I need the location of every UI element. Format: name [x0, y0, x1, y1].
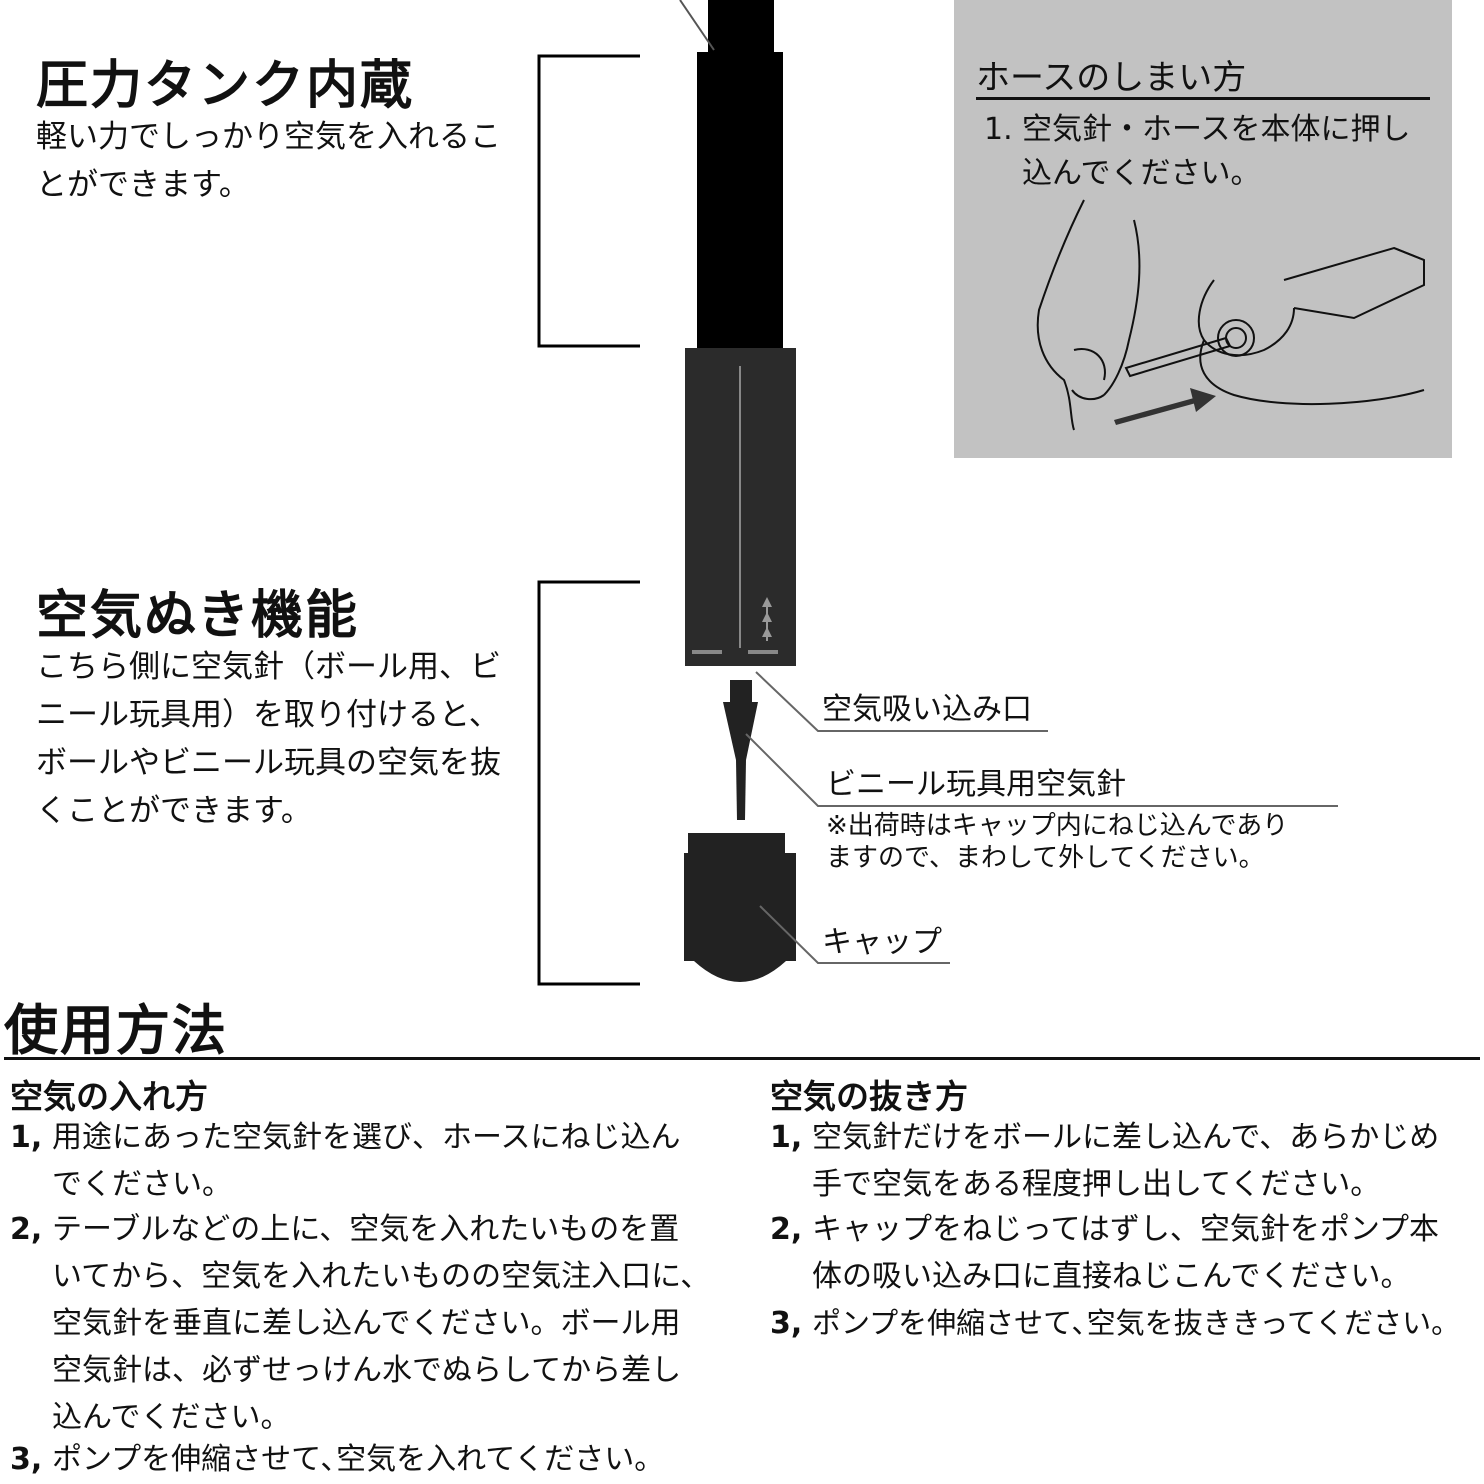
- step-line: でください。: [52, 1167, 232, 1202]
- feature-pressure-tank-line: 軽い力でしっかり空気を入れるこ: [36, 119, 501, 155]
- bracket-pressure-tank: [537, 54, 640, 348]
- step-number: 2,: [10, 1212, 43, 1247]
- leader-needle: [745, 733, 1338, 807]
- leader-intake: [755, 671, 1048, 732]
- usage-divider: [4, 1057, 1480, 1060]
- feature-deflate-line: くことができます。: [36, 793, 312, 829]
- deflate-title: 空気の抜き方: [770, 1077, 968, 1116]
- hose-storage-step-line: 込んでください。: [1022, 156, 1261, 191]
- step-line: 空気針だけをボールに差し込んで、あらかじめ: [812, 1120, 1440, 1155]
- step-number: 1,: [770, 1120, 803, 1155]
- callout-needle: ビニール玩具用空気針: [826, 767, 1126, 802]
- feature-deflate-line: ニール玩具用）を取り付けると、: [36, 697, 500, 733]
- inflate-title: 空気の入れ方: [10, 1077, 208, 1116]
- hose-storage-step: 空気針・ホースを本体に押し 込んでください。: [1022, 108, 1411, 196]
- feature-deflate-desc: こちら側に空気針（ボール用、ビ ニール玩具用）を取り付けると、 ボールやビニール…: [36, 643, 501, 835]
- step-line: 空気針を垂直に差し込んでください。ボール用: [52, 1306, 681, 1341]
- callout-cap: キャップ: [822, 925, 942, 960]
- feature-pressure-tank-desc: 軽い力でしっかり空気を入れるこ とができます。: [36, 113, 501, 209]
- step-line: 空気針は、必ずせっけん水でぬらしてから差し: [52, 1353, 682, 1388]
- hose-storage-step-line: 空気針・ホースを本体に押し: [1022, 112, 1411, 147]
- leader-cap: [759, 905, 950, 964]
- step-line: キャップをねじってはずし、空気針をポンプ本: [812, 1212, 1439, 1247]
- step-number: 1,: [10, 1120, 43, 1155]
- arrows-icon: [762, 597, 772, 641]
- bracket-deflate: [537, 580, 640, 986]
- pump-illustration: [537, 0, 1338, 986]
- step-line: ポンプを伸縮させて､空気を入れてください。: [52, 1442, 665, 1477]
- pump-rod: [708, 0, 774, 52]
- step-line: ポンプを伸縮させて､空気を抜ききってください。: [812, 1306, 1461, 1340]
- callout-needle-note-line: ますので、まわして外してください。: [826, 843, 1265, 873]
- step-line: 込んでください。: [52, 1400, 291, 1435]
- hand-illustration: [1036, 199, 1425, 431]
- feature-deflate-title: 空気ぬき機能: [36, 586, 359, 646]
- pump-tank: [697, 52, 783, 348]
- feature-deflate-line: ボールやビニール玩具の空気を抜: [36, 745, 501, 781]
- feature-pressure-tank-title: 圧力タンク内蔵: [36, 56, 415, 116]
- needle-icon: [723, 680, 758, 820]
- push-arrow-icon: [1114, 388, 1216, 425]
- step-line: いてから、空気を入れたいものの空気注入口に、: [52, 1259, 711, 1294]
- callout-intake: 空気吸い込み口: [822, 692, 1032, 727]
- callout-needle-note-line: ※出荷時はキャップ内にねじ込んであり: [826, 811, 1289, 841]
- step-line: 体の吸い込み口に直接ねじこんでください。: [812, 1259, 1411, 1294]
- feature-deflate-line: こちら側に空気針（ボール用、ビ: [36, 649, 501, 685]
- usage-title: 使用方法: [4, 999, 228, 1062]
- step-line: 手で空気をある程度押し出してください。: [812, 1167, 1381, 1202]
- hose-storage-step-num: 1.: [984, 112, 1013, 147]
- step-number: 3,: [10, 1442, 43, 1477]
- step-number: 2,: [770, 1212, 803, 1247]
- cap-icon: [684, 833, 796, 982]
- step-line: 用途にあった空気針を選び、ホースにねじ込ん: [52, 1120, 681, 1155]
- callout-needle-note: ※出荷時はキャップ内にねじ込んであり ますので、まわして外してください。: [826, 810, 1288, 874]
- feature-pressure-tank-line: とができます。: [36, 167, 250, 203]
- hose-storage-panel: ホースのしまい方 1. 空気針・ホースを本体に押し 込んでください。: [954, 0, 1452, 458]
- hose-storage-divider: [976, 97, 1430, 100]
- step-line: テーブルなどの上に、空気を入れたいものを置: [52, 1212, 680, 1247]
- step-number: 3,: [770, 1306, 803, 1341]
- hose-storage-title: ホースのしまい方: [976, 58, 1247, 98]
